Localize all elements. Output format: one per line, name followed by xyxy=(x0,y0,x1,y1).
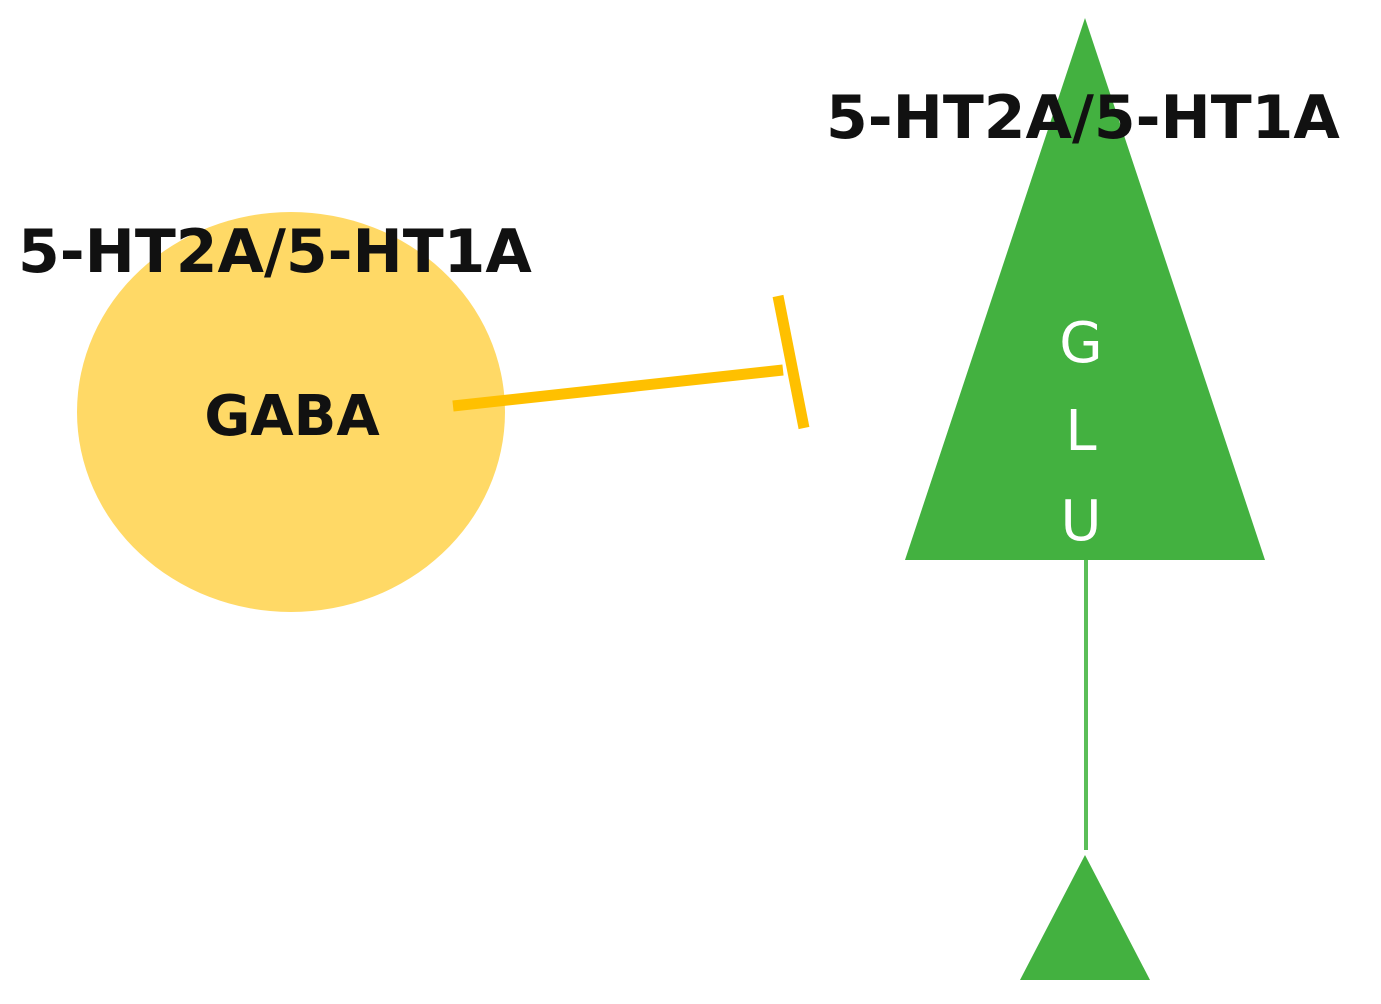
gaba-neuron-body xyxy=(77,212,505,612)
glu-letter-g: G xyxy=(1059,311,1102,376)
glu-receptor-label: 5-HT2A/5-HT1A xyxy=(826,83,1340,153)
inhibitory-connection-line xyxy=(452,364,784,412)
inhibitory-bar xyxy=(772,294,810,430)
gaba-receptor-label: 5-HT2A/5-HT1A xyxy=(18,217,532,287)
gaba-neuron: GABA xyxy=(77,212,505,612)
glu-letter-l: L xyxy=(1065,399,1096,464)
gaba-neuron-label: GABA xyxy=(204,384,380,449)
glu-letter-u: U xyxy=(1061,489,1102,554)
downstream-neuron xyxy=(1020,855,1150,980)
glu-neuron: G L U xyxy=(905,18,1265,560)
inhibitory-connection xyxy=(452,294,810,430)
glu-neuron-body xyxy=(905,18,1265,560)
